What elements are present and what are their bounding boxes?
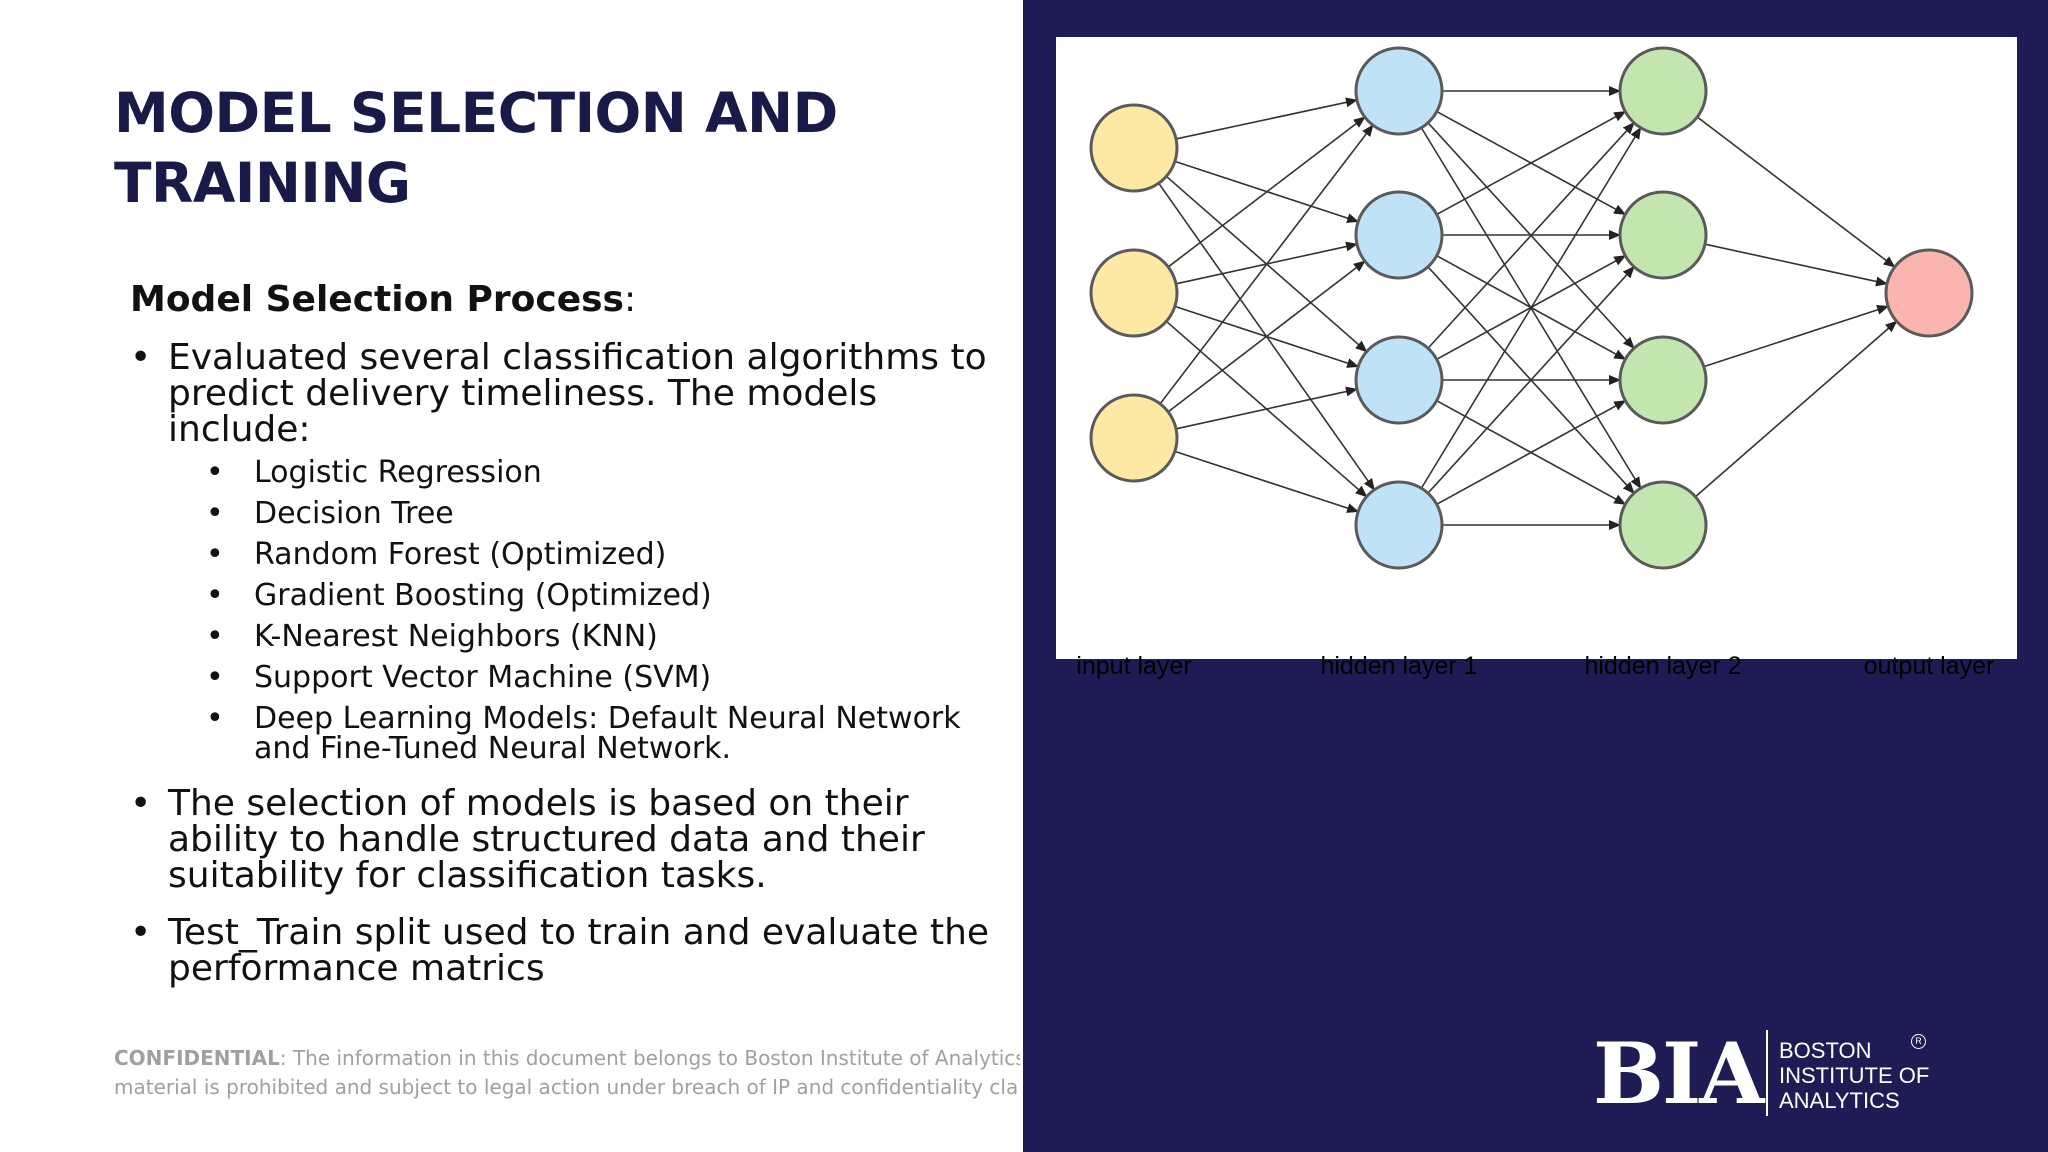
connection-arrow: [1174, 450, 1360, 513]
neuron-node: [1354, 190, 1444, 280]
confidential-notice: CONFIDENTIAL: The information in this do…: [114, 1044, 1020, 1102]
bullet-glyph: •: [206, 496, 224, 531]
neural-network-diagram: input layer hidden layer 1 hidden layer …: [1056, 37, 2017, 680]
model-item-label: Deep Learning Models: Default Neural Net…: [254, 701, 961, 736]
neuron-node: [1089, 103, 1179, 193]
confidential-line-2: material is prohibited and subject to le…: [114, 1075, 1020, 1099]
layer-label-output: output layer: [1863, 652, 1995, 680]
model-item-label: and Fine-Tuned Neural Network.: [254, 731, 732, 766]
neuron-node: [1618, 480, 1708, 570]
slide-title: MODEL SELECTION AND TRAINING: [114, 78, 994, 218]
model-item-label: Gradient Boosting (Optimized): [254, 578, 712, 613]
neural-network-svg: [1089, 46, 1974, 570]
connection-arrow: [1704, 243, 1888, 287]
logo-divider: [1766, 1030, 1768, 1116]
logo-text-line: BOSTON: [1779, 1038, 1872, 1063]
bullet-line: suitability for classification tasks.: [168, 855, 767, 896]
connection-arrow: [1703, 305, 1890, 368]
connection-arrow: [1436, 399, 1627, 506]
title-line-2: TRAINING: [114, 151, 411, 215]
bullet-line: performance matrics: [168, 948, 545, 989]
bullet-glyph: •: [130, 337, 152, 378]
connection-arrow: [1167, 260, 1366, 413]
connection-arrow: [1694, 320, 1898, 498]
neuron-node: [1354, 480, 1444, 570]
neuron-node: [1884, 248, 1974, 338]
bullet-line: Evaluated several classification algorit…: [168, 337, 987, 378]
bia-logo: BIA BOSTON INSTITUTE OF ANALYTICS R: [1593, 1030, 1933, 1120]
neuron-node: [1618, 335, 1708, 425]
bullet-line: include:: [168, 409, 311, 450]
layer-label-input: input layer: [1076, 652, 1192, 680]
bullet-line: The selection of models is based on thei…: [168, 783, 909, 824]
layer-label-hidden-1: hidden layer 1: [1320, 652, 1478, 680]
content-panel: MODEL SELECTION AND TRAINING Model Selec…: [0, 0, 1023, 1152]
model-item-label: Random Forest (Optimized): [254, 537, 667, 572]
bullet-text: Test_Train split used to train and evalu…: [168, 915, 1088, 987]
bullet-glyph: •: [130, 783, 152, 824]
neuron-node: [1354, 46, 1444, 136]
model-item-label: Decision Tree: [254, 496, 454, 531]
bullet-text: Evaluated several classification algorit…: [168, 340, 1088, 448]
bullet-glyph: •: [206, 537, 224, 572]
connection-arrow: [1427, 122, 1635, 349]
connection-arrow: [1420, 126, 1642, 489]
bullet-glyph: •: [206, 701, 224, 736]
bullet-glyph: •: [206, 578, 224, 613]
confidential-label: CONFIDENTIAL: [114, 1046, 280, 1070]
section-heading-colon: :: [623, 279, 637, 320]
bullet-glyph: •: [206, 619, 224, 654]
bullet-text: The selection of models is based on thei…: [168, 786, 1088, 894]
connection-arrow: [1175, 386, 1358, 430]
neuron-node: [1089, 248, 1179, 338]
model-item-label: Logistic Regression: [254, 455, 542, 490]
bullet-glyph: •: [206, 455, 224, 490]
connection-arrow: [1175, 97, 1358, 140]
neuron-node: [1354, 335, 1444, 425]
connection-arrow: [1696, 116, 1896, 268]
neuron-node: [1618, 190, 1708, 280]
logo-wordmark: BOSTON INSTITUTE OF ANALYTICS: [1779, 1038, 1929, 1113]
logo-mark: BIA: [1593, 1024, 1764, 1123]
connection-arrow: [1159, 124, 1374, 405]
bullet-glyph: •: [206, 660, 224, 695]
bullet-line: Test_Train split used to train and evalu…: [168, 912, 990, 953]
confidential-line-1: : The information in this document belon…: [279, 1046, 1020, 1070]
bullet-line: predict delivery timeliness. The models: [168, 373, 878, 414]
connection-arrow: [1427, 266, 1635, 494]
neuron-node: [1618, 46, 1708, 136]
model-item-label: K-Nearest Neighbors (KNN): [254, 619, 658, 654]
bullet-line: ability to handle structured data and th…: [168, 819, 925, 860]
logo-text-line: INSTITUTE OF: [1779, 1063, 1930, 1088]
title-line-1: MODEL SELECTION AND: [114, 81, 838, 145]
connection-arrow: [1167, 116, 1366, 268]
connection-arrow: [1436, 110, 1627, 216]
neuron-node: [1089, 393, 1179, 483]
bullet-glyph: •: [130, 912, 152, 953]
registered-mark-icon: R: [1911, 1034, 1926, 1049]
section-heading-text: Model Selection Process: [130, 279, 624, 320]
section-heading: Model Selection Process:: [130, 276, 636, 324]
model-item-label: Support Vector Machine (SVM): [254, 660, 712, 695]
logo-text-line: ANALYTICS: [1779, 1088, 1900, 1113]
layer-label-hidden-2: hidden layer 2: [1584, 652, 1742, 680]
